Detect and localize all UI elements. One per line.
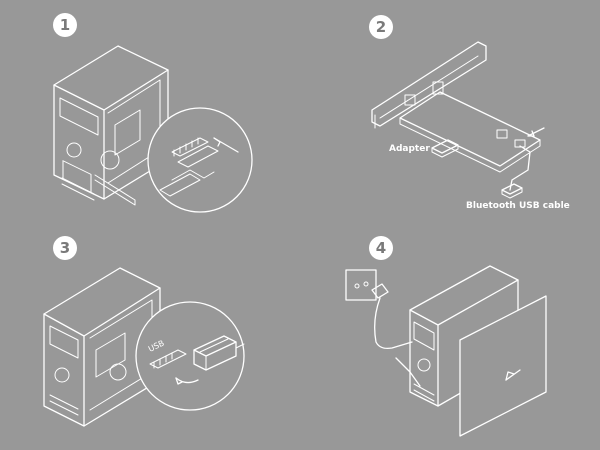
step-1-zoom-circle xyxy=(147,107,253,213)
step-4-illustration xyxy=(345,265,547,437)
step-3-illustration: USB xyxy=(43,267,245,427)
step-1-badge: 1 xyxy=(53,13,77,37)
power-cable xyxy=(374,297,413,350)
step-1-illustration xyxy=(53,45,253,213)
bluetooth-usb-cable xyxy=(509,145,531,191)
bluetooth-usb-cable-label: Bluetooth USB cable xyxy=(466,201,570,211)
step-2-badge: 2 xyxy=(369,15,393,39)
side-panel xyxy=(459,295,547,437)
step-4-badge: 4 xyxy=(369,236,393,260)
step-2-illustration xyxy=(371,41,545,199)
step-3-zoom-circle xyxy=(135,301,245,411)
step-3-badge: 3 xyxy=(53,236,77,260)
wall-outlet xyxy=(345,269,377,301)
adapter-label: Adapter xyxy=(389,144,430,154)
